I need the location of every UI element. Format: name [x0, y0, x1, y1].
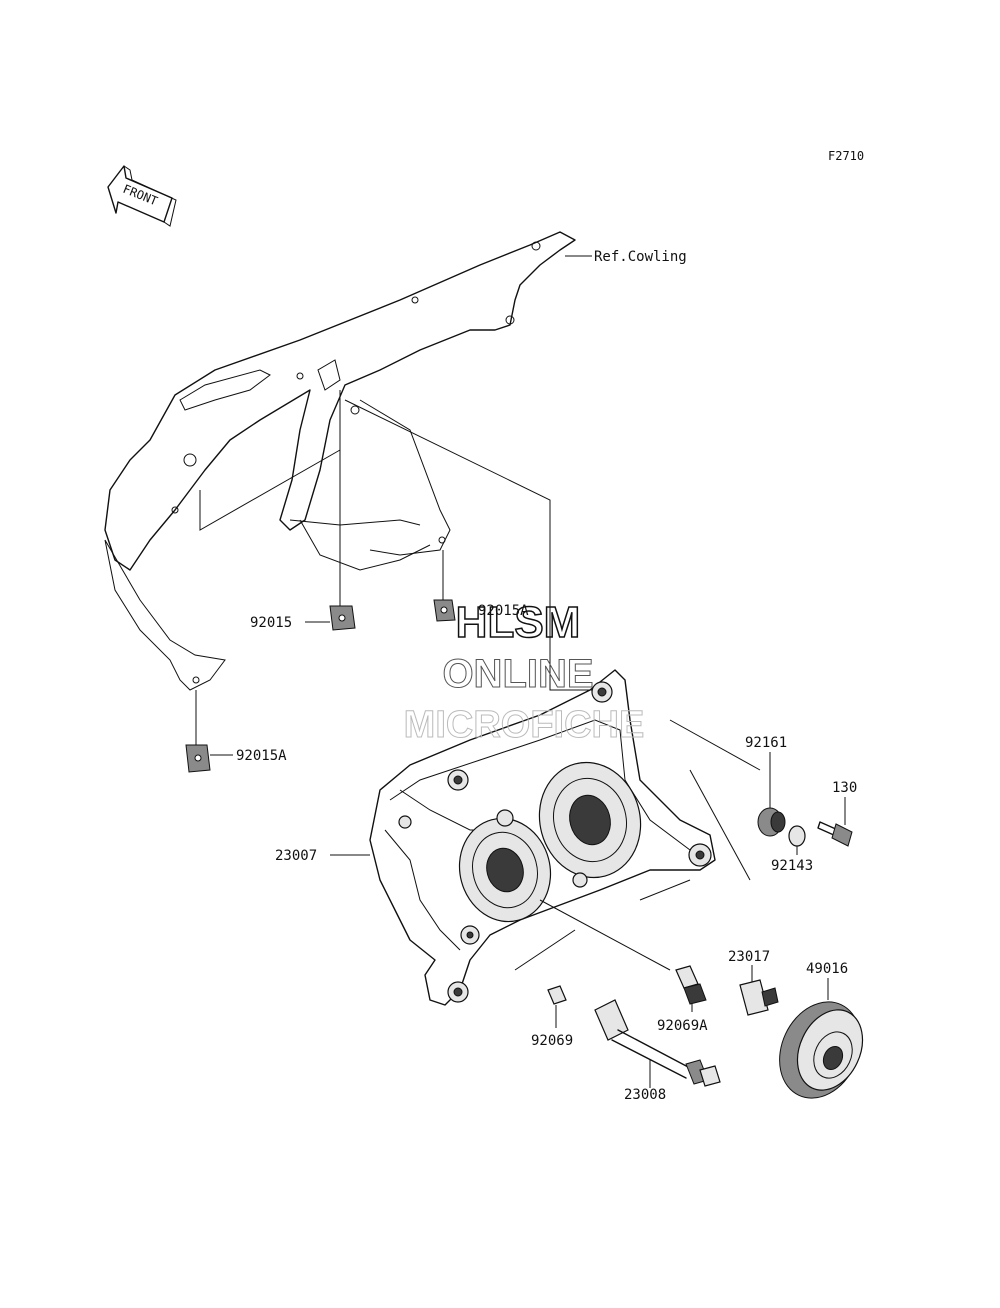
nut-92015: 92015 — [250, 390, 356, 631]
cowling-bracket — [104, 231, 576, 691]
socket-23017: 23017 — [728, 949, 779, 1016]
figure-code: F2710 — [828, 149, 864, 163]
bulb-92069: 92069 — [531, 985, 573, 1049]
watermark: HLSM ONLINE MICROFICHE — [403, 597, 645, 746]
watermark-line3: MICROFICHE — [404, 704, 645, 746]
collar-92143: 92143 — [771, 825, 813, 874]
front-arrow-label: FRONT — [121, 182, 160, 209]
label-92015a-top: 92015A — [478, 603, 529, 619]
nut-92015a-left: 92015A — [185, 690, 287, 773]
front-arrow-icon: FRONT — [107, 165, 177, 227]
watermark-line2: ONLINE — [442, 652, 593, 696]
label-130: 130 — [832, 780, 857, 796]
label-23017: 23017 — [728, 949, 770, 965]
label-23008: 23008 — [624, 1087, 666, 1103]
watermark-line1: HLSM — [456, 598, 581, 647]
wire-harness-23008: 23008 — [594, 999, 721, 1103]
grommet-92161: 92161 — [745, 735, 787, 837]
nut-92015a-top: 92015A — [433, 550, 529, 622]
bolt-130: 130 — [817, 780, 857, 847]
label-92143: 92143 — [771, 858, 813, 874]
label-92015a-left: 92015A — [236, 748, 287, 764]
cap-49016: 49016 — [779, 961, 864, 1099]
label-92069a: 92069A — [657, 1018, 708, 1034]
ref-cowling-label: Ref.Cowling — [594, 249, 687, 265]
headlight-assembly-23007 — [369, 669, 716, 1006]
label-23007: 23007 — [275, 848, 317, 864]
label-92069: 92069 — [531, 1033, 573, 1049]
label-92015: 92015 — [250, 615, 292, 631]
label-92161: 92161 — [745, 735, 787, 751]
bulb-92069a: 92069A — [657, 965, 708, 1034]
label-49016: 49016 — [806, 961, 848, 977]
